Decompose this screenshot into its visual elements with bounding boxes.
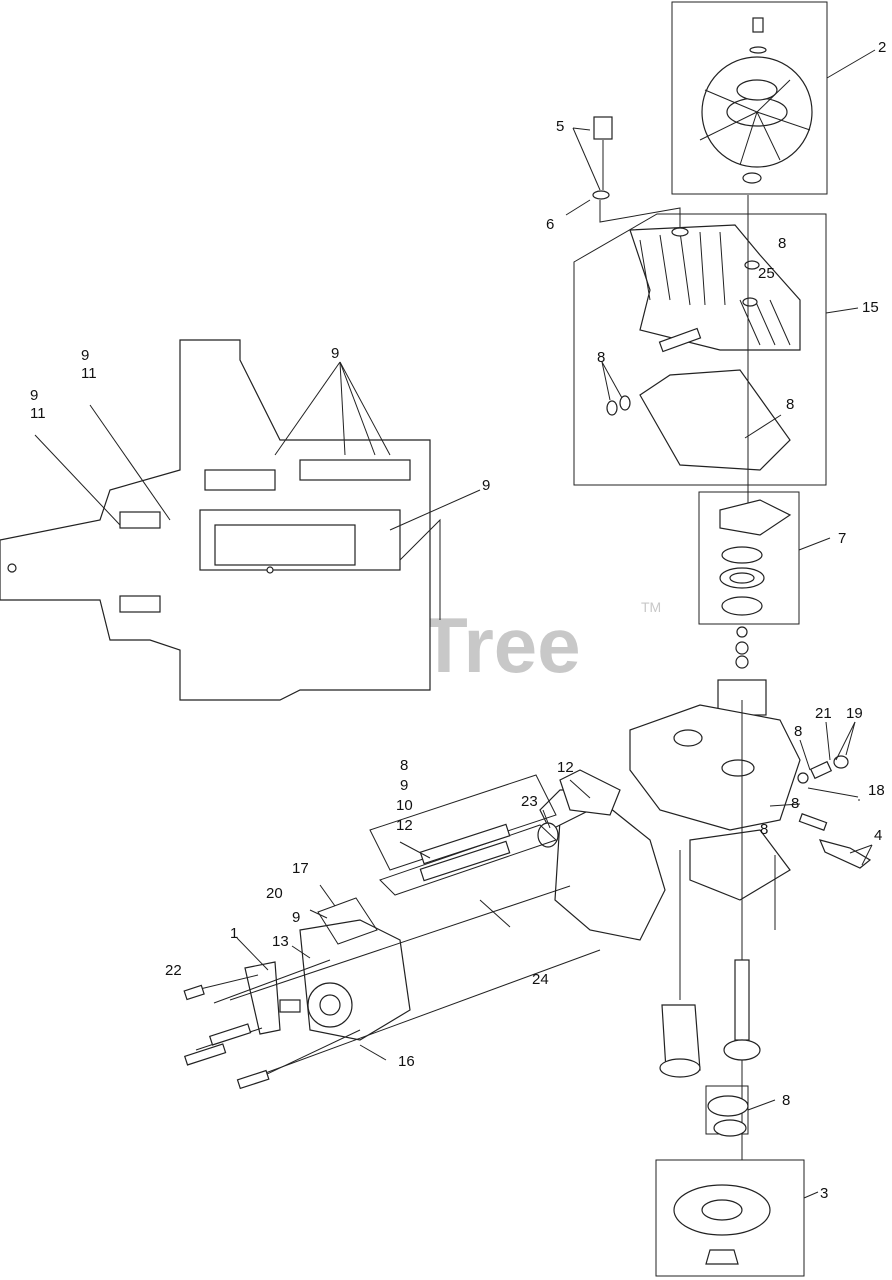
callout-8: 8 — [782, 1092, 790, 1109]
callout-12: 12 — [557, 759, 574, 776]
callout-2: 2 — [878, 39, 886, 56]
cross-section-leaders — [34, 361, 481, 531]
fan-assembly — [671, 1, 876, 195]
callout-17: 17 — [292, 860, 309, 877]
callout-11: 11 — [81, 365, 97, 382]
callout-8: 8 — [794, 723, 802, 740]
callout-5: 5 — [556, 118, 564, 135]
callout-7: 7 — [838, 530, 846, 547]
callout-12: 12 — [396, 817, 413, 834]
callout-labels: 2 5 6 8 25 15 8 8 7 9 9 11 9 11 9 12 8 9… — [30, 39, 886, 1202]
callout-9: 9 — [482, 477, 490, 494]
axle-housing — [244, 769, 666, 1041]
callout-4: 4 — [874, 827, 882, 844]
callout-8: 8 — [778, 235, 786, 252]
callout-18: 18 — [868, 782, 885, 799]
fill-plug — [565, 116, 681, 230]
watermark-trademark: TM — [641, 599, 661, 615]
callout-8: 8 — [597, 349, 605, 366]
control-linkage-parts — [769, 721, 873, 869]
callout-15: 15 — [862, 299, 879, 316]
callout-8: 8 — [791, 795, 799, 812]
callout-8: 8 — [786, 396, 794, 413]
callout-21: 21 — [815, 705, 832, 722]
axle-leaders — [195, 779, 601, 1086]
callout-22: 22 — [165, 962, 182, 979]
callout-19: 19 — [846, 705, 863, 722]
callout-9: 9 — [30, 387, 38, 404]
callout-6: 6 — [546, 216, 554, 233]
output-shaft-pulley — [655, 959, 819, 1277]
callout-8: 8 — [760, 821, 768, 838]
callout-24: 24 — [532, 971, 549, 988]
callout-9: 9 — [81, 347, 89, 364]
callout-13: 13 — [272, 933, 289, 950]
cross-section-view — [0, 339, 441, 701]
bearing-stack — [698, 491, 831, 669]
callout-1: 1 — [230, 925, 238, 942]
callout-23: 23 — [521, 793, 538, 810]
callout-3: 3 — [820, 1185, 828, 1202]
callout-9: 9 — [400, 777, 408, 794]
callout-25: 25 — [758, 265, 775, 282]
callout-10: 10 — [396, 797, 413, 814]
top-cover-assembly — [573, 195, 859, 515]
callout-11: 11 — [30, 405, 46, 422]
callout-20: 20 — [266, 885, 283, 902]
callout-8: 8 — [400, 757, 408, 774]
callout-9: 9 — [331, 345, 339, 362]
center-housing — [629, 679, 801, 1160]
callout-9: 9 — [292, 909, 300, 926]
bolts — [183, 984, 270, 1090]
callout-16: 16 — [398, 1053, 415, 1070]
